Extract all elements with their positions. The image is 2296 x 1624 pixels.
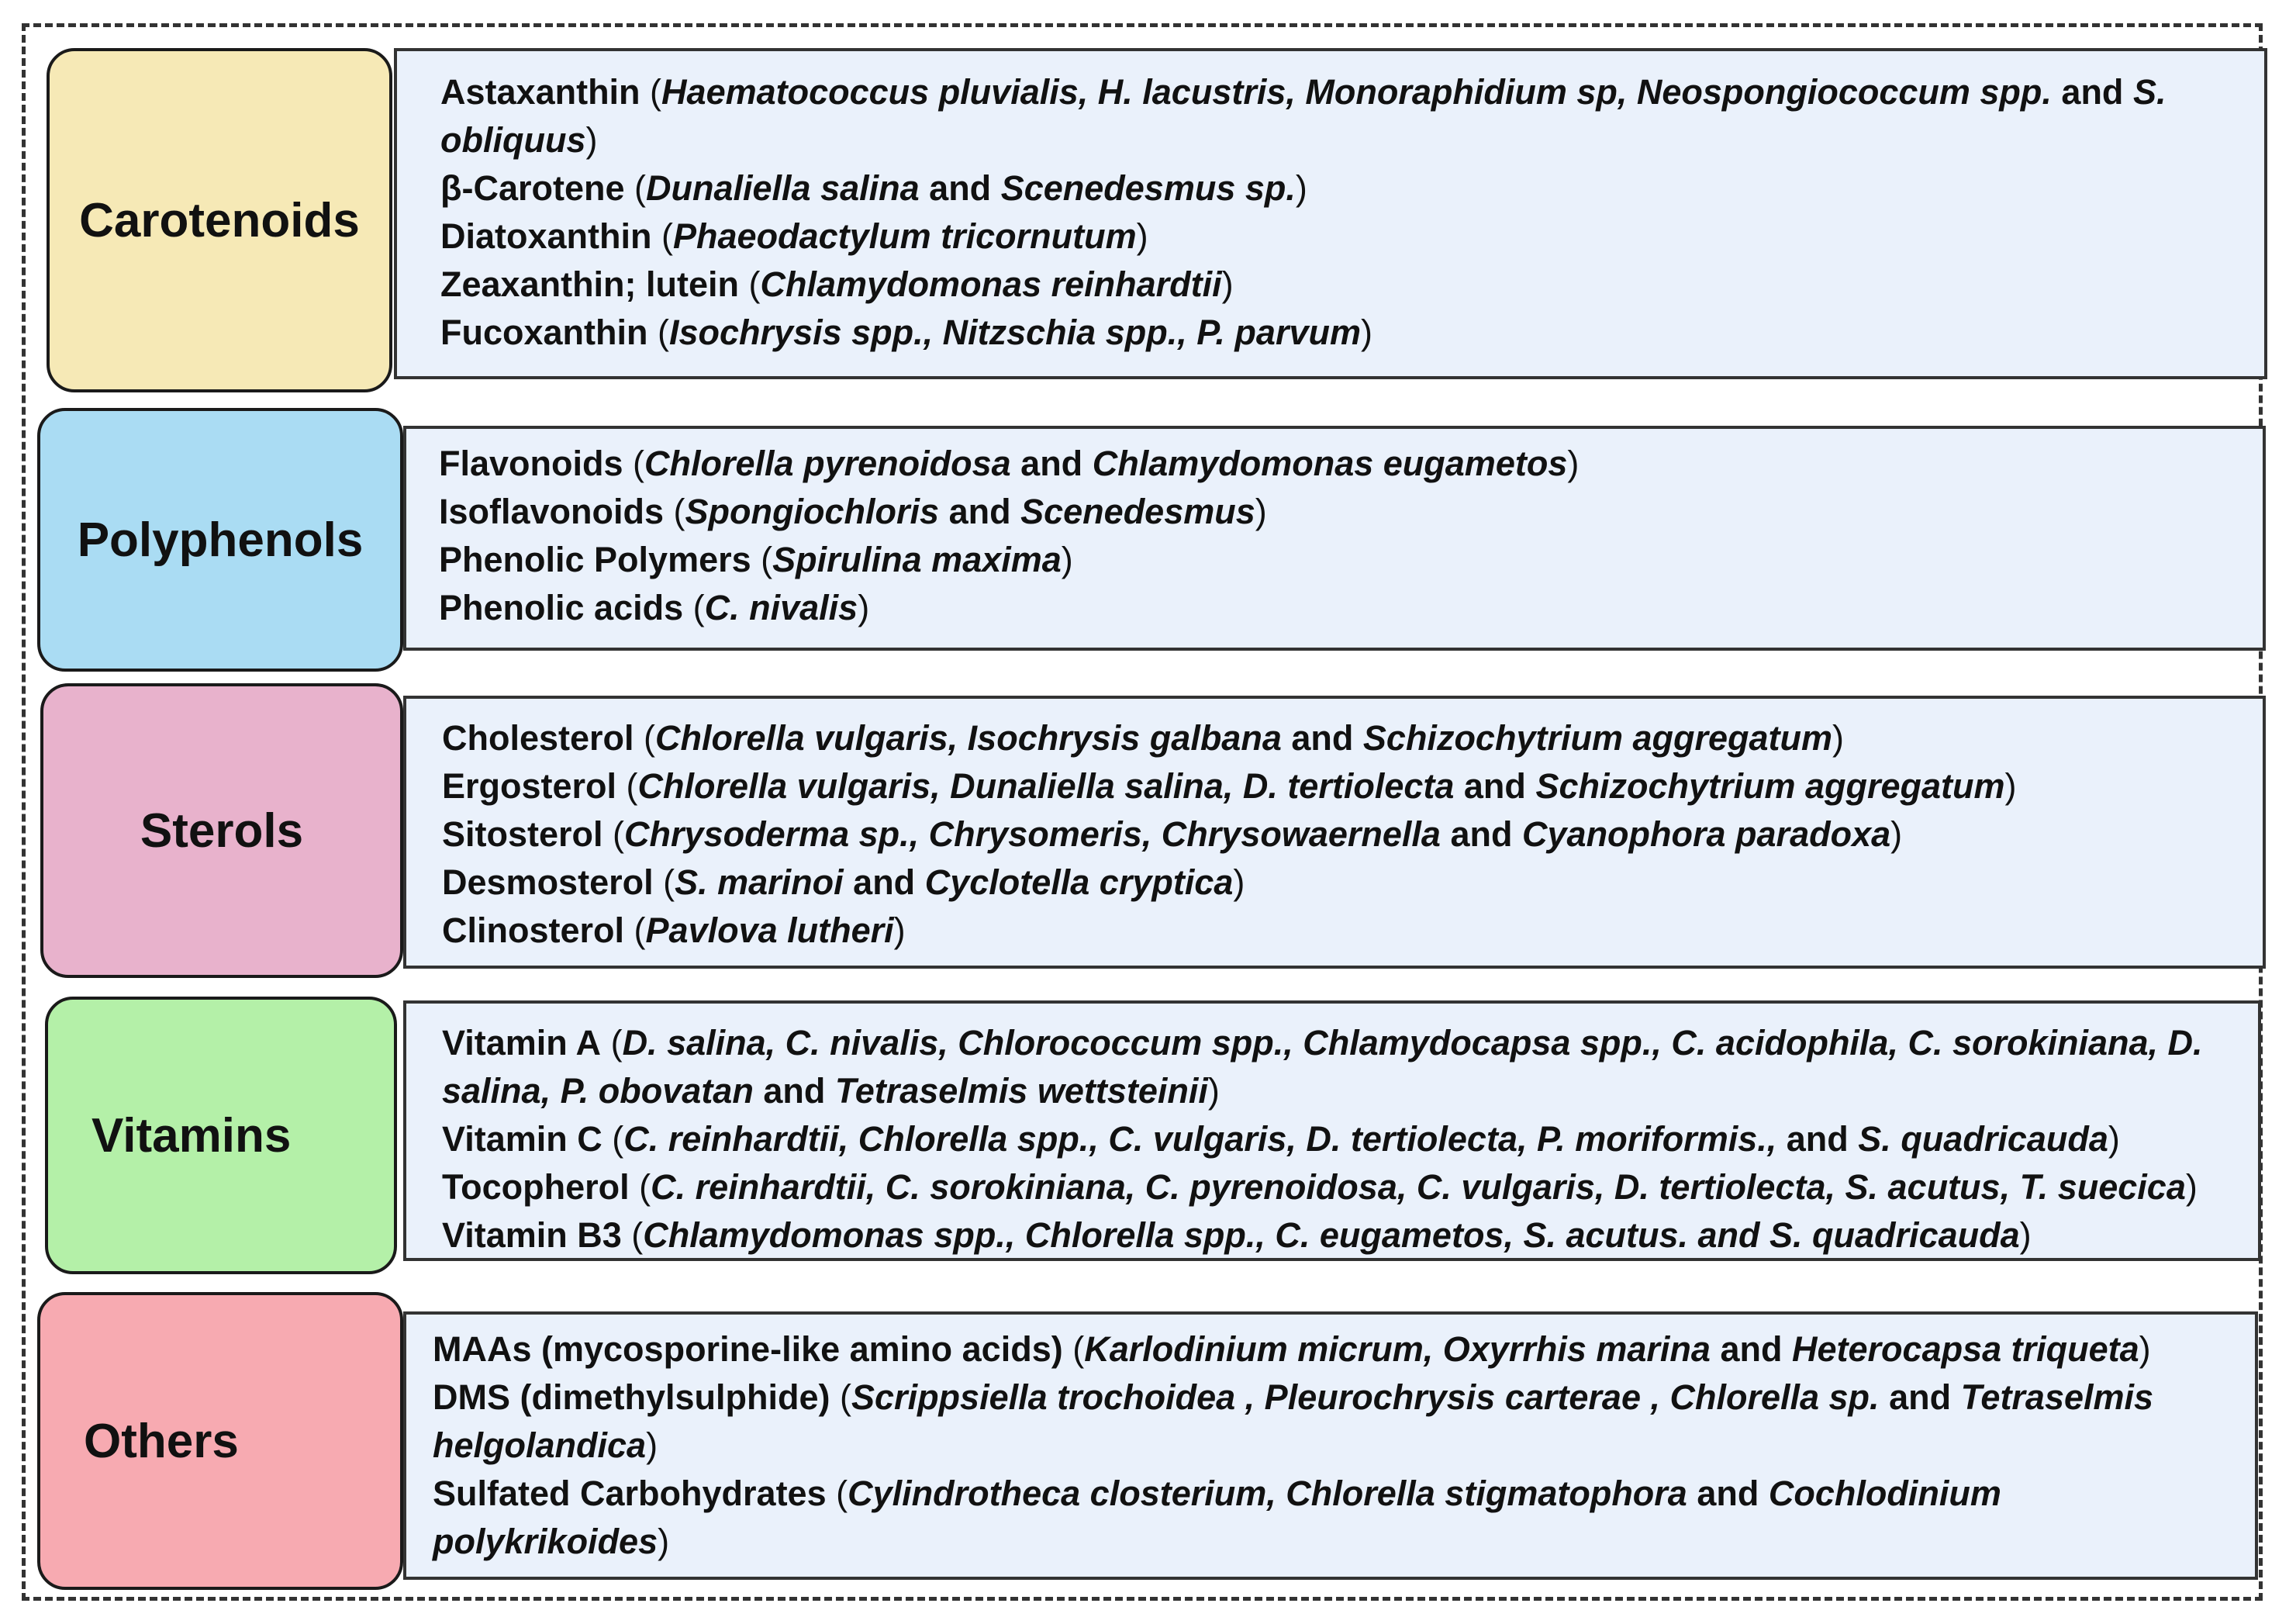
- entry-fucoxanthin: Fucoxanthin (Isochrysis spp., Nitzschia …: [440, 313, 1372, 352]
- entry-ergosterol: Ergosterol (Chlorella vulgaris, Dunaliel…: [442, 766, 2017, 806]
- entry-beta-carotene: β-Carotene (Dunaliella salina and Scened…: [440, 168, 1307, 208]
- entry-vitamin-b3: Vitamin B3 (Chlamydomonas spp., Chlorell…: [442, 1215, 2032, 1255]
- category-content-carotenoids: Astaxanthin (Haematococcus pluvialis, H.…: [394, 48, 2267, 379]
- entry-dms: DMS (dimethylsulphide) (Scrippsiella tro…: [433, 1377, 2154, 1465]
- category-content-polyphenols: Flavonoids (Chlorella pyrenoidosa and Ch…: [403, 426, 2266, 651]
- entry-sitosterol: Sitosterol (Chrysoderma sp., Chrysomeris…: [442, 814, 1903, 854]
- entry-flavonoids: Flavonoids (Chlorella pyrenoidosa and Ch…: [439, 444, 1580, 483]
- entry-sulfated-carbohydrates: Sulfated Carbohydrates (Cylindrotheca cl…: [433, 1474, 2001, 1561]
- category-content-vitamins: Vitamin A (D. salina, C. nivalis, Chloro…: [403, 1000, 2261, 1261]
- entry-cholesterol: Cholesterol (Chlorella vulgaris, Isochry…: [442, 718, 1845, 758]
- category-label-text: Polyphenols: [77, 513, 364, 567]
- category-label-others: Others: [37, 1292, 403, 1590]
- category-content-others: MAAs (mycosporine-like amino acids) (Kar…: [403, 1311, 2258, 1580]
- category-label-text: Sterols: [140, 803, 304, 858]
- entry-tocopherol: Tocopherol (C. reinhardtii, C. sorokinia…: [442, 1167, 2198, 1207]
- entry-diatoxanthin: Diatoxanthin (Phaeodactylum tricornutum): [440, 216, 1148, 256]
- entry-phenolic-acids: Phenolic acids (C. nivalis): [439, 588, 870, 627]
- category-content-sterols: Cholesterol (Chlorella vulgaris, Isochry…: [403, 696, 2266, 969]
- category-label-text: Others: [84, 1414, 239, 1468]
- entry-desmosterol: Desmosterol (S. marinoi and Cyclotella c…: [442, 862, 1245, 902]
- category-label-vitamins: Vitamins: [45, 997, 397, 1274]
- entry-clinosterol: Clinosterol (Pavlova lutheri): [442, 910, 906, 950]
- entry-astaxanthin: Astaxanthin (Haematococcus pluvialis, H.…: [440, 72, 2167, 160]
- category-label-sterols: Sterols: [40, 683, 403, 978]
- entry-maas: MAAs (mycosporine-like amino acids) (Kar…: [433, 1329, 2151, 1369]
- entry-isoflavonoids: Isoflavonoids (Spongiochloris and Scened…: [439, 492, 1267, 531]
- category-label-text: Vitamins: [91, 1108, 292, 1163]
- entry-phenolic-polymers: Phenolic Polymers (Spirulina maxima): [439, 540, 1073, 579]
- category-label-polyphenols: Polyphenols: [37, 408, 403, 672]
- entry-zeaxanthin-lutein: Zeaxanthin; lutein (Chlamydomonas reinha…: [440, 264, 1234, 304]
- category-label-carotenoids: Carotenoids: [47, 48, 392, 392]
- entry-vitamin-a: Vitamin A (D. salina, C. nivalis, Chloro…: [442, 1023, 2203, 1111]
- entry-vitamin-c: Vitamin C (C. reinhardtii, Chlorella spp…: [442, 1119, 2120, 1159]
- category-label-text: Carotenoids: [79, 193, 360, 247]
